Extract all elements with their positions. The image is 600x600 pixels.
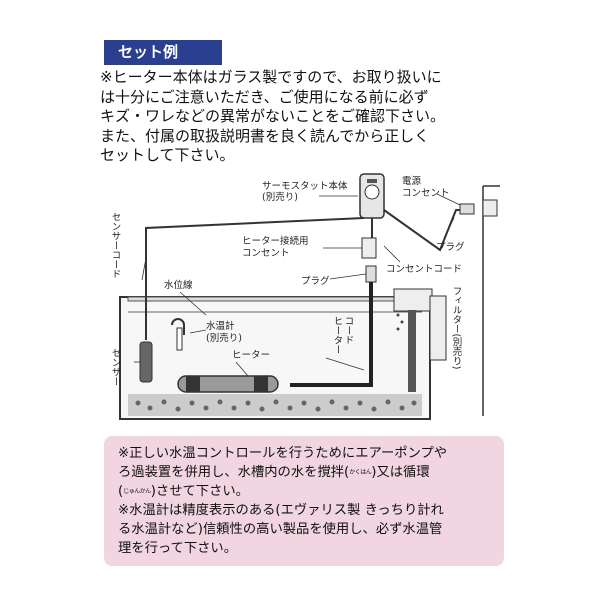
label-heater: ヒーター <box>232 350 270 361</box>
heater-end-cap <box>186 376 200 392</box>
label-plug-center: プラグ <box>301 275 330 287</box>
heater-glass-tube <box>177 375 279 393</box>
label-cord: コード <box>343 316 354 345</box>
note-line: ろ過装置を併用し、水槽内の水を撹拌(かくはん)又は循環 <box>118 463 494 482</box>
heater-cord <box>290 282 373 387</box>
notice-line: ※ヒーター本体はガラス製ですので、お取り扱いに <box>100 68 442 86</box>
sensor-cord <box>145 217 365 340</box>
label-sensor: センサー <box>110 348 122 386</box>
notice-line: は十分にご注意いただき、ご使用になる前に必ず <box>100 87 429 106</box>
note-text: )又は循環 <box>371 465 430 480</box>
label-water-line: 水位線 <box>164 279 193 291</box>
notice-line: セットして下さい。 <box>100 146 235 164</box>
label-heater-outlet: ヒーター接続用 <box>242 235 309 247</box>
note-line: ※正しい水温コントロールを行うためにエアーポンプや <box>118 446 448 461</box>
thermostat-indicator <box>367 179 377 183</box>
temperature-sensor <box>139 341 153 383</box>
label-heater-vertical: ヒーター <box>332 316 344 354</box>
filter-body <box>429 295 447 361</box>
section-heading: セット例 <box>104 40 222 65</box>
gravel-stones <box>135 399 417 412</box>
gravel-bed <box>128 394 422 416</box>
note-line: 理を行って下さい。 <box>118 541 238 556</box>
thermometer-icon <box>171 318 185 335</box>
filter-intake-pipe <box>408 310 416 392</box>
thermometer-body <box>176 327 183 351</box>
note-text: ( <box>118 484 124 499</box>
ruby-junkan: じゅんかん <box>123 488 151 495</box>
leader-lines <box>134 193 461 377</box>
note-line: ※水温計は精度表示のある(エヴァリス製 きっちり計れ <box>118 503 444 518</box>
wall-outlet <box>482 199 498 217</box>
label-filter: フィルター(別売り) <box>451 286 463 369</box>
label-power-outlet: コンセント <box>402 188 450 199</box>
label-power: 電源 <box>402 176 422 187</box>
label-sensor-cord: センサーコード <box>110 212 122 279</box>
note-text: )させて下さい。 <box>150 484 249 499</box>
note-line: る水温計など)信頼性の高い製品を使用し、必ず水温管 <box>118 522 443 537</box>
note-line: (じゅんかん)させて下さい。 <box>118 482 494 501</box>
notice-line: また、付属の取扱説明書を良く読んでから正しく <box>100 126 430 145</box>
label-heater-outlet-2: コンセント <box>242 248 290 259</box>
ruby-kakuhan: かくはん <box>349 469 372 476</box>
notice-line: キズ・ワレなどの異常がないことをご確認下さい。 <box>100 107 446 125</box>
filter-water-drops <box>396 313 404 331</box>
heater-end-cap <box>254 376 268 392</box>
label-thermometer: 水温計 <box>206 320 235 332</box>
label-thermostat: サーモスタット本体 <box>262 180 348 192</box>
advice-note-box: ※正しい水温コントロールを行うためにエアーポンプや ろ過装置を併用し、水槽内の水… <box>104 436 504 566</box>
thermostat-dial-icon <box>364 184 380 200</box>
filter-unit <box>393 288 433 312</box>
heater-outlet <box>361 237 377 259</box>
label-thermometer-sold-separately: (別売り) <box>206 332 242 344</box>
note-text: ろ過装置を併用し、水槽内の水を撹拌( <box>118 465 350 480</box>
heater-plug <box>365 265 377 283</box>
power-plug <box>459 203 475 215</box>
label-thermostat-sold-separately: (別売り) <box>262 191 298 203</box>
caution-notice: ※ヒーター本体はガラス製ですので、お取り扱いに は十分にご注意いただき、ご使用に… <box>100 68 500 166</box>
label-outlet-cord: コンセントコード <box>386 264 462 275</box>
tank-rim <box>127 296 423 302</box>
label-plug-right: プラグ <box>436 241 465 253</box>
